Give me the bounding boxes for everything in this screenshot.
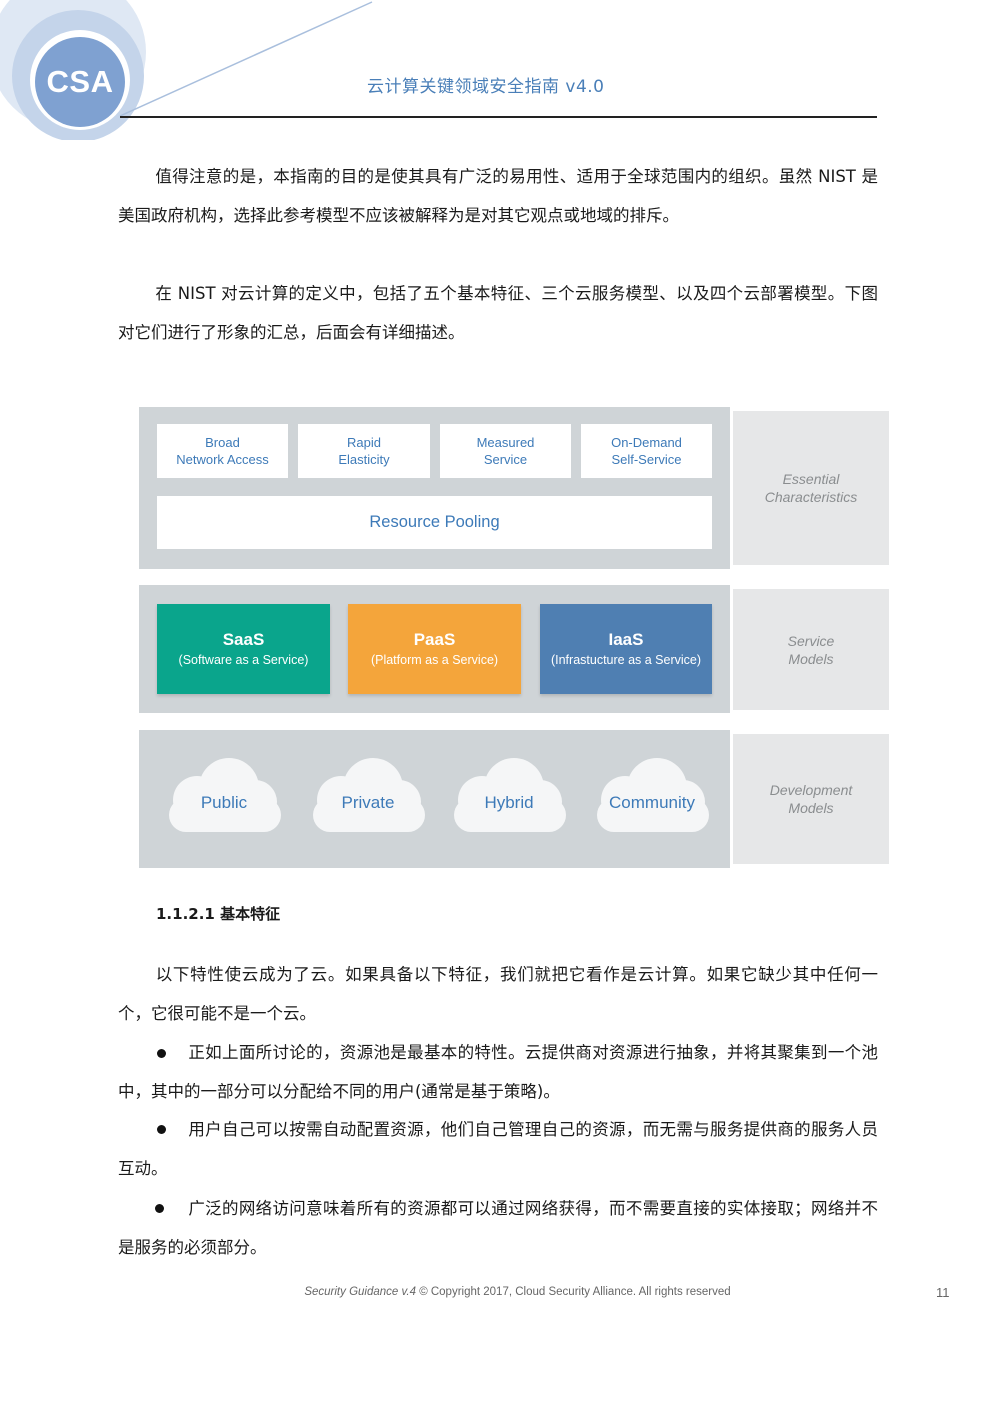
cloud-community: Community [585, 754, 719, 844]
characteristic-broad-network-access: Broad Network Access [157, 424, 288, 478]
footer-copyright-text: © Copyright 2017, Cloud Security Allianc… [419, 1286, 731, 1298]
characteristic-line2: Self-Service [611, 452, 682, 467]
service-model-title: SaaS [222, 630, 265, 649]
service-model-iaas: IaaS (Infrastucture as a Service) [540, 604, 712, 694]
bullet-icon [155, 1204, 164, 1213]
section-intro: 以下特性使云成为了云。如果具备以下特征，我们就把它看作是云计算。如果它缺少其中任… [118, 955, 878, 1033]
characteristic-on-demand-self-service: On-Demand Self-Service [581, 424, 712, 478]
csa-logo: CSA [0, 0, 380, 142]
cloud-label: Private [341, 793, 395, 812]
bullet-icon [157, 1125, 166, 1134]
footer-copyright: Security Guidance v.4 © Copyright 2017, … [0, 1286, 992, 1298]
service-model-title: PaaS [413, 630, 456, 649]
paragraph-2-text: 在 NIST 对云计算的定义中，包括了五个基本特征、三个云服务模型、以及四个云部… [118, 284, 878, 342]
characteristic-line1: On-Demand [611, 435, 682, 450]
paragraph-2: 在 NIST 对云计算的定义中，包括了五个基本特征、三个云服务模型、以及四个云部… [118, 274, 878, 352]
section-heading: 1.1.2.1 基本特征 [156, 905, 281, 923]
bullet-item-2: 用户自己可以按需自动配置资源，他们自己管理自己的资源，而无需与服务提供商的服务人… [118, 1110, 878, 1188]
paragraph-1-text: 值得注意的是，本指南的目的是使其具有广泛的易用性、适用于全球范围内的组织。虽然 … [118, 167, 878, 225]
service-model-paas: PaaS (Platform as a Service) [348, 604, 521, 694]
cloud-private: Private [301, 754, 435, 844]
cloud-icon [169, 758, 281, 832]
essential-characteristics-block: Broad Network Access Rapid Elasticity Me… [139, 407, 730, 569]
characteristic-line2: Network Access [176, 452, 269, 467]
bullet-item-1: 正如上面所讨论的，资源池是最基本的特性。云提供商对资源进行抽象，并将其聚集到一个… [118, 1033, 878, 1111]
resource-pooling-label: Resource Pooling [369, 513, 500, 531]
side-label-line1: Service [787, 632, 835, 649]
characteristic-line2: Elasticity [338, 452, 390, 467]
characteristic-line1: Rapid [347, 435, 381, 450]
side-label-line2: Models [788, 650, 834, 667]
side-label-development: Development Models [733, 734, 889, 864]
cloud-icon [313, 758, 425, 832]
bullet-item-text: 广泛的网络访问意味着所有的资源都可以通过网络获得，而不需要直接的实体接取；网络并… [118, 1199, 878, 1257]
service-model-subtitle: (Software as a Service) [178, 653, 309, 667]
side-label-line2: Models [788, 800, 834, 816]
deployment-models-block: Public Private Hybrid [139, 730, 730, 868]
page-number: 11 [936, 1285, 950, 1300]
cloud-label: Public [200, 793, 248, 812]
cloud-icon [454, 758, 566, 832]
bullet-item-text: 用户自己可以按需自动配置资源，他们自己管理自己的资源，而无需与服务提供商的服务人… [118, 1120, 878, 1178]
cloud-public: Public [157, 754, 291, 844]
characteristic-measured-service: Measured Service [440, 424, 571, 478]
side-label-essential: Essential Characteristics [733, 411, 889, 565]
service-models-block: SaaS (Software as a Service) PaaS (Platf… [139, 585, 730, 713]
footer-guidance: Security Guidance v.4 [304, 1286, 416, 1298]
paragraph-1: 值得注意的是，本指南的目的是使其具有广泛的易用性、适用于全球范围内的组织。虽然 … [118, 157, 878, 235]
side-label-line2: Characteristics [764, 489, 858, 505]
header-title: 云计算关键领域安全指南 v4.0 [367, 77, 605, 97]
cloud-icon [597, 758, 709, 832]
bullet-item-3: 广泛的网络访问意味着所有的资源都可以通过网络获得，而不需要直接的实体接取；网络并… [118, 1189, 878, 1267]
logo-text: CSA [46, 64, 114, 99]
characteristic-line2: Service [483, 452, 528, 467]
side-label-service: Service Models [733, 589, 889, 710]
cloud-label: Community [609, 793, 695, 812]
characteristic-line1: Broad [205, 435, 240, 450]
bullet-icon [157, 1049, 166, 1058]
characteristic-rapid-elasticity: Rapid Elasticity [298, 424, 430, 478]
service-model-saas: SaaS (Software as a Service) [157, 604, 330, 694]
section-intro-text: 以下特性使云成为了云。如果具备以下特征，我们就把它看作是云计算。如果它缺少其中任… [118, 965, 878, 1023]
side-label-line1: Essential [782, 471, 840, 487]
logo-graphic [0, 0, 373, 142]
characteristic-line1: Measured [476, 435, 535, 450]
service-model-subtitle: (Infrastucture as a Service) [550, 653, 702, 667]
service-model-title: IaaS [608, 630, 644, 649]
service-model-subtitle: (Platform as a Service) [370, 653, 499, 667]
header-rule [120, 116, 877, 118]
cloud-label: Hybrid [484, 793, 534, 812]
bullet-item-text: 正如上面所讨论的，资源池是最基本的特性。云提供商对资源进行抽象，并将其聚集到一个… [118, 1043, 878, 1101]
resource-pooling-box: Resource Pooling [157, 496, 712, 549]
side-label-line1: Development [769, 782, 853, 798]
cloud-hybrid: Hybrid [442, 754, 576, 844]
